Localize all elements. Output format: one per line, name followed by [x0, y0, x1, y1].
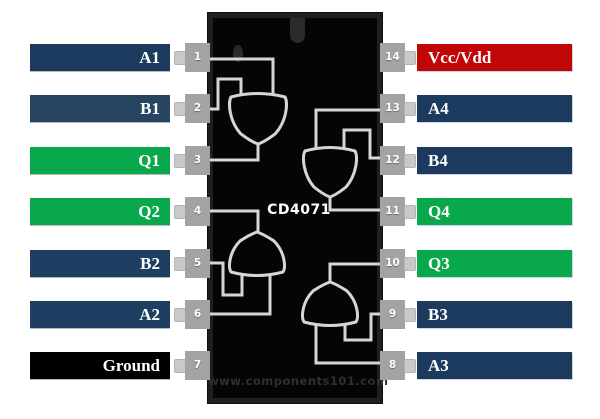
- pin-tab-10: 10: [380, 249, 405, 278]
- pin-label-b4: B4: [417, 147, 572, 174]
- pin-tab-5: 5: [185, 249, 210, 278]
- pin-row-8: 8 A3: [380, 351, 600, 380]
- chip-name-label: CD4071: [267, 202, 331, 218]
- pin-connector: [404, 154, 416, 168]
- pin-connector: [404, 51, 416, 65]
- pin-row-9: 9 B3: [380, 300, 600, 329]
- pin-tab-13: 13: [380, 94, 405, 123]
- pin-label-q3: Q3: [417, 250, 572, 277]
- pin1-notch: [290, 18, 305, 43]
- pin-connector: [404, 102, 416, 116]
- pin-connector: [404, 359, 416, 373]
- pin-connector: [404, 257, 416, 271]
- pin-row-11: 11 Q4: [380, 197, 600, 226]
- pin-tab-9: 9: [380, 300, 405, 329]
- pin-row-7: Ground 7: [0, 351, 212, 380]
- pin-label-a3: A3: [417, 352, 572, 379]
- pin1-indicator-dot: [233, 45, 243, 62]
- pin-tab-1: 1: [185, 43, 210, 72]
- pin-label-a2: A2: [30, 301, 170, 328]
- pin-tab-2: 2: [185, 94, 210, 123]
- pin-tab-11: 11: [380, 197, 405, 226]
- pin-label-q4: Q4: [417, 198, 572, 225]
- pin-tab-7: 7: [185, 351, 210, 380]
- pin-row-4: Q2 4: [0, 197, 212, 226]
- pin-row-1: A1 1: [0, 43, 212, 72]
- pin-row-3: Q1 3: [0, 146, 212, 175]
- pin-label-a4: A4: [417, 95, 572, 122]
- pin-tab-8: 8: [380, 351, 405, 380]
- pin-row-6: A2 6: [0, 300, 212, 329]
- pin-tab-14: 14: [380, 43, 405, 72]
- pin-label-q1: Q1: [30, 147, 170, 174]
- pin-tab-3: 3: [185, 146, 210, 175]
- pin-label-vcc: Vcc/Vdd: [417, 44, 572, 71]
- pin-row-5: B2 5: [0, 249, 212, 278]
- pin-label-q2: Q2: [30, 198, 170, 225]
- pin-row-10: 10 Q3: [380, 249, 600, 278]
- pin-tab-6: 6: [185, 300, 210, 329]
- pin-label-a1: A1: [30, 44, 170, 71]
- pin-connector: [404, 205, 416, 219]
- pin-row-14: 14 Vcc/Vdd: [380, 43, 600, 72]
- pin-label-b3: B3: [417, 301, 572, 328]
- pin-label-ground: Ground: [30, 352, 170, 379]
- pin-row-13: 13 A4: [380, 94, 600, 123]
- pin-row-12: 12 B4: [380, 146, 600, 175]
- pin-connector: [404, 308, 416, 322]
- pin-tab-4: 4: [185, 197, 210, 226]
- pin-row-2: B1 2: [0, 94, 212, 123]
- watermark-text: www.components101.com: [208, 374, 389, 388]
- pin-label-b2: B2: [30, 250, 170, 277]
- pin-label-b1: B1: [30, 95, 170, 122]
- pin-tab-12: 12: [380, 146, 405, 175]
